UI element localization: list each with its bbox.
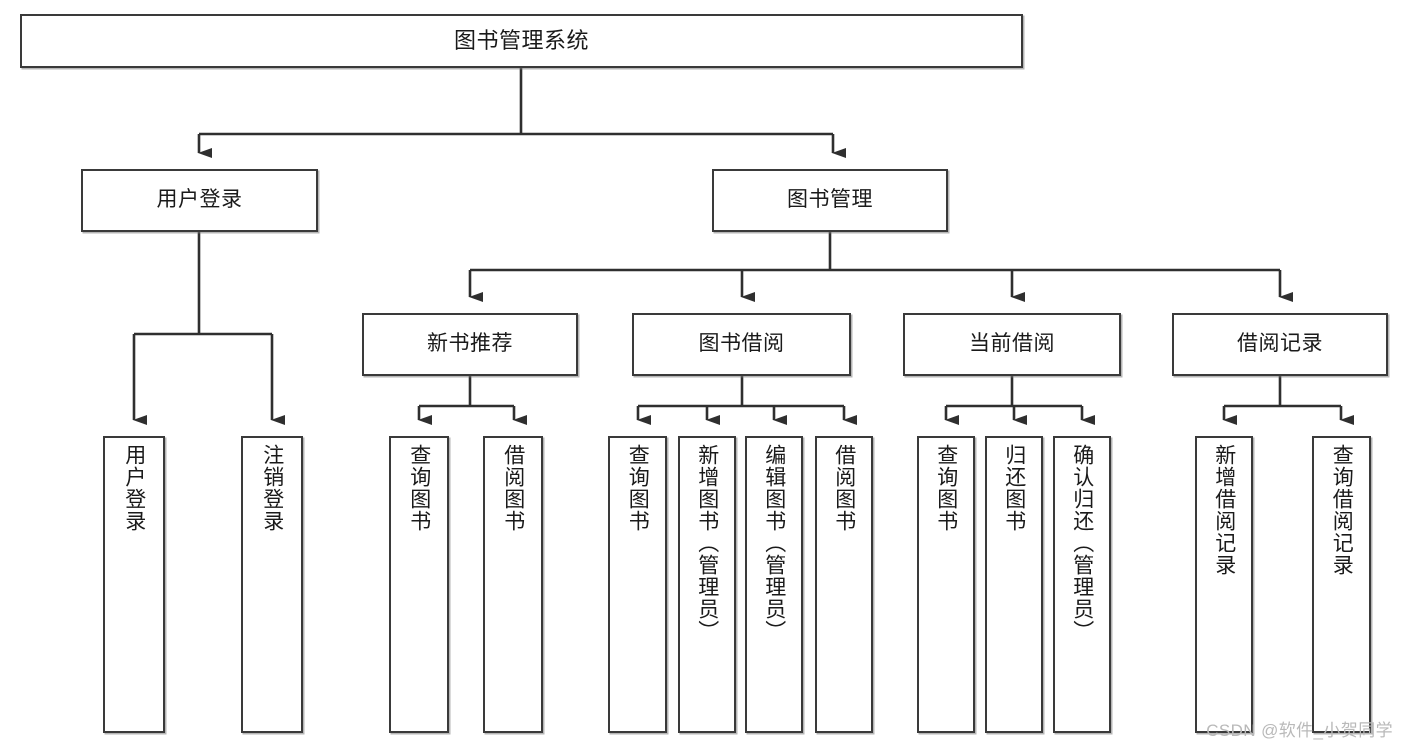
node-label: 归还图书 bbox=[1002, 444, 1026, 532]
node-book-borrow[interactable]: 图书借阅 bbox=[632, 313, 851, 376]
node-label: 查询图书 bbox=[407, 444, 431, 532]
node-borrow-record[interactable]: 借阅记录 bbox=[1172, 313, 1388, 376]
node-label: 编辑图书（管理员） bbox=[762, 444, 786, 642]
node-label: 查询图书 bbox=[626, 444, 650, 532]
node-label: 新增借阅记录 bbox=[1212, 444, 1236, 576]
node-root-system[interactable]: 图书管理系统 bbox=[20, 14, 1023, 68]
node-label: 用户登录 bbox=[156, 188, 243, 212]
leaf-user-login[interactable]: 用户登录 bbox=[103, 436, 165, 733]
node-label: 用户登录 bbox=[122, 444, 146, 532]
node-label: 当前借阅 bbox=[969, 332, 1055, 356]
leaf-add-borrow-record[interactable]: 新增借阅记录 bbox=[1195, 436, 1253, 733]
node-label: 确认归还（管理员） bbox=[1070, 444, 1094, 642]
node-label: 图书借阅 bbox=[698, 332, 785, 356]
leaf-logout-login[interactable]: 注销登录 bbox=[241, 436, 303, 733]
node-label: 借阅记录 bbox=[1237, 332, 1323, 356]
node-label: 图书管理 bbox=[787, 188, 873, 212]
leaf-edit-book-admin[interactable]: 编辑图书（管理员） bbox=[745, 436, 803, 733]
leaf-query-book-current[interactable]: 查询图书 bbox=[917, 436, 975, 733]
leaf-confirm-return-admin[interactable]: 确认归还（管理员） bbox=[1053, 436, 1111, 733]
node-label: 新书推荐 bbox=[427, 332, 513, 356]
leaf-borrow-book[interactable]: 借阅图书 bbox=[815, 436, 873, 733]
leaf-return-book[interactable]: 归还图书 bbox=[985, 436, 1043, 733]
node-label: 借阅图书 bbox=[501, 444, 525, 532]
node-label: 查询借阅记录 bbox=[1330, 444, 1354, 576]
node-label: 查询图书 bbox=[934, 444, 958, 532]
node-current-borrow[interactable]: 当前借阅 bbox=[903, 313, 1121, 376]
leaf-query-book-rec[interactable]: 查询图书 bbox=[389, 436, 449, 733]
node-label: 借阅图书 bbox=[832, 444, 856, 532]
leaf-query-book-borrow[interactable]: 查询图书 bbox=[608, 436, 667, 733]
node-label: 注销登录 bbox=[260, 444, 284, 532]
node-label: 新增图书（管理员） bbox=[695, 444, 719, 642]
csdn-watermark: CSDN @软件_小贺同学 bbox=[1206, 721, 1393, 740]
node-new-book-recommend[interactable]: 新书推荐 bbox=[362, 313, 578, 376]
leaf-add-book-admin[interactable]: 新增图书（管理员） bbox=[678, 436, 736, 733]
node-book-management[interactable]: 图书管理 bbox=[712, 169, 948, 232]
node-user-login[interactable]: 用户登录 bbox=[81, 169, 318, 232]
node-label: 图书管理系统 bbox=[453, 28, 589, 54]
leaf-query-borrow-record[interactable]: 查询借阅记录 bbox=[1312, 436, 1371, 733]
leaf-borrow-book-rec[interactable]: 借阅图书 bbox=[483, 436, 543, 733]
